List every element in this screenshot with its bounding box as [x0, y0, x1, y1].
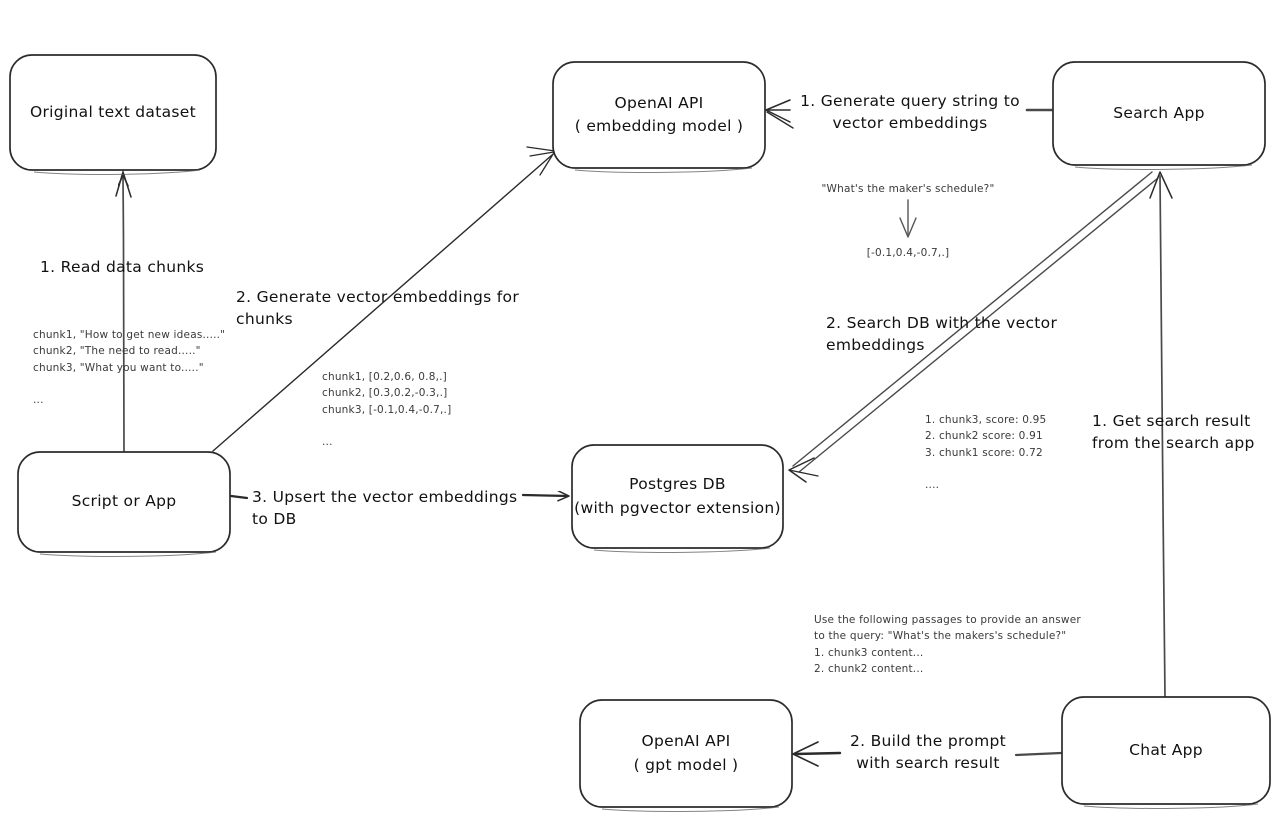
edge-label-generate-query-string: 1. Generate query string to vector embed… — [790, 90, 1030, 135]
annotation-query-string: "What's the maker's schedule?" — [821, 183, 995, 195]
node-label-original-dataset: Original text dataset — [30, 102, 196, 121]
node-script-or-app[interactable]: Script or App — [18, 452, 230, 552]
node-openai-gpt[interactable]: OpenAI API ( gpt model ) — [580, 700, 792, 807]
annotation-embeddings-sample: chunk1, [0.2,0.6, 0.8,.] chunk2, [0.3,0.… — [322, 371, 452, 449]
node-label-script-or-app: Script or App — [71, 492, 177, 511]
node-outline-script-or-app — [17, 451, 231, 553]
edge-label-get-search-result-line1: 1. Get search result — [1092, 412, 1251, 430]
edge-label-build-prompt-line1: 2. Build the prompt with — [850, 732, 1006, 773]
edge-read-data-chunks — [115, 169, 132, 453]
node-chat-app[interactable]: Chat App — [1062, 697, 1270, 804]
edge-build-prompt — [792, 741, 1063, 767]
node-outline-openai-gpt — [579, 699, 793, 808]
edge-search-db — [788, 171, 1159, 483]
node-outline-search-app — [1052, 61, 1266, 166]
node-label-postgres-db-line2: (with pgvector extension) — [574, 498, 781, 517]
node-label-openai-embedding-line2: ( embedding model ) — [574, 117, 744, 135]
edge-label-search-db: 2. Search DB with the vector embeddings — [826, 314, 1058, 355]
edge-label-upsert-to-db: 3. Upsert the vector embeddings to DB — [252, 488, 518, 529]
node-label-chat-app: Chat App — [1129, 740, 1203, 759]
annotation-search-results: 1. chunk3, score: 0.95 2. chunk2 score: … — [925, 414, 1047, 492]
edge-generate-query-string — [765, 99, 1054, 129]
node-openai-embedding[interactable]: OpenAI API ( embedding model ) — [553, 62, 765, 168]
edge-label-generate-query-string-line2: embeddings — [888, 114, 988, 133]
node-label-postgres-db-line1: Postgres DB — [629, 475, 726, 494]
edge-get-search-result — [1149, 171, 1173, 698]
edge-label-build-prompt: 2. Build the prompt with search result — [840, 730, 1016, 775]
edge-label-generate-vector-embeddings: 2. Generate vector embeddings for chunks — [236, 288, 519, 329]
node-search-app[interactable]: Search App — [1053, 62, 1265, 165]
annotation-chunks-sample: chunk1, "How to get new ideas....." chun… — [33, 329, 226, 407]
node-outline-original-dataset — [9, 54, 217, 171]
node-label-search-app: Search App — [1113, 103, 1205, 122]
node-outline-openai-embedding — [552, 61, 766, 169]
node-label-openai-gpt-line2: ( gpt model ) — [633, 755, 739, 774]
edge-label-read-data-chunks: 1. Read data chunks — [40, 258, 205, 276]
node-outline-postgres-db — [571, 444, 784, 549]
node-original-dataset[interactable]: Original text dataset — [10, 55, 216, 170]
node-label-openai-gpt-line1: OpenAI API — [641, 732, 731, 751]
edge-label-get-search-result: 1. Get search result from the search app — [1092, 410, 1272, 455]
annotation-query-vector: [-0.1,0.4,-0.7,.] — [866, 247, 950, 259]
annotation-prompt-sample: Use the following passages to provide an… — [814, 614, 1081, 675]
edge-query-to-vector — [899, 199, 917, 238]
edge-label-build-prompt-line2: search result — [895, 754, 1000, 773]
node-outline-chat-app — [1061, 696, 1271, 805]
node-label-openai-embedding-line1: OpenAI API — [614, 93, 704, 112]
node-postgres-db[interactable]: Postgres DB (with pgvector extension) — [572, 445, 783, 548]
edge-label-generate-query-string-line1: 1. Generate query string to vector — [800, 92, 1020, 133]
edge-label-get-search-result-line2: from the search app — [1092, 434, 1255, 453]
edge-upsert-to-db — [229, 495, 568, 498]
